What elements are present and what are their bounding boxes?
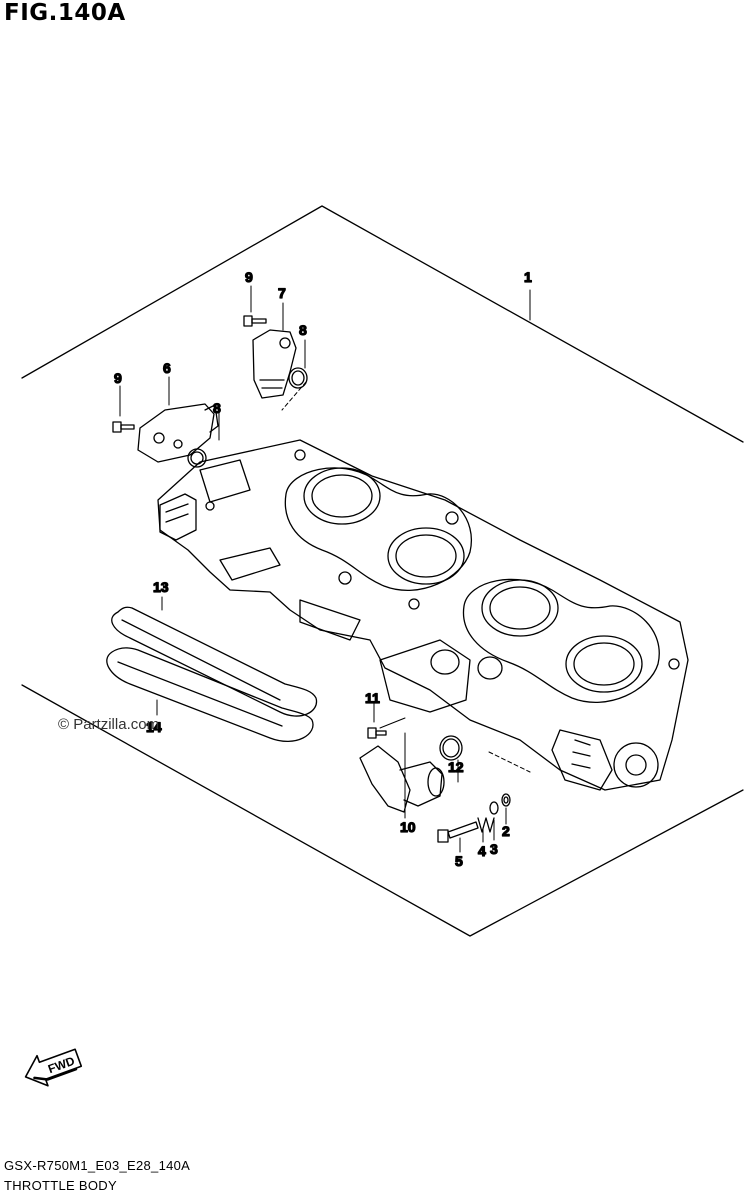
callout-7: 7 <box>278 285 286 301</box>
leader-lines <box>119 285 531 853</box>
diagram-name: THROTTLE BODY <box>4 1178 117 1193</box>
callout-4: 4 <box>478 843 486 859</box>
callout-8: 8 <box>213 400 221 416</box>
screw-icon <box>112 315 267 433</box>
o-ring-icon <box>439 735 463 761</box>
callout-9: 9 <box>114 370 122 386</box>
callout-6: 6 <box>163 360 171 376</box>
callout-10: 10 <box>400 819 416 835</box>
callout-2: 2 <box>502 823 510 839</box>
throttle-body <box>157 439 689 791</box>
callout-1: 1 <box>524 269 532 285</box>
callout-8: 8 <box>299 322 307 338</box>
callout-14: 14 <box>146 719 162 735</box>
callout-12: 12 <box>448 759 464 775</box>
figure-title: FIG.140A <box>4 0 126 26</box>
screw-icon <box>367 727 387 739</box>
callout-3: 3 <box>490 841 498 857</box>
hose-icon <box>106 606 318 743</box>
spring-icon <box>477 817 495 833</box>
sensor-icon <box>252 329 297 399</box>
callout-11: 11 <box>365 690 380 706</box>
sensor-icon <box>137 403 219 463</box>
assembly-outline <box>21 205 744 937</box>
fwd-arrow-icon: FWD <box>24 1048 83 1087</box>
diagram-code: GSX-R750M1_E03_E28_140A <box>4 1158 191 1173</box>
callout-5: 5 <box>455 853 463 869</box>
washer-icon <box>489 793 511 815</box>
sensor-icon <box>359 745 445 813</box>
bolt-icon <box>437 821 479 843</box>
callout-13: 13 <box>153 579 169 595</box>
watermark: © Partzilla.com <box>58 716 160 733</box>
callout-9: 9 <box>245 269 253 285</box>
